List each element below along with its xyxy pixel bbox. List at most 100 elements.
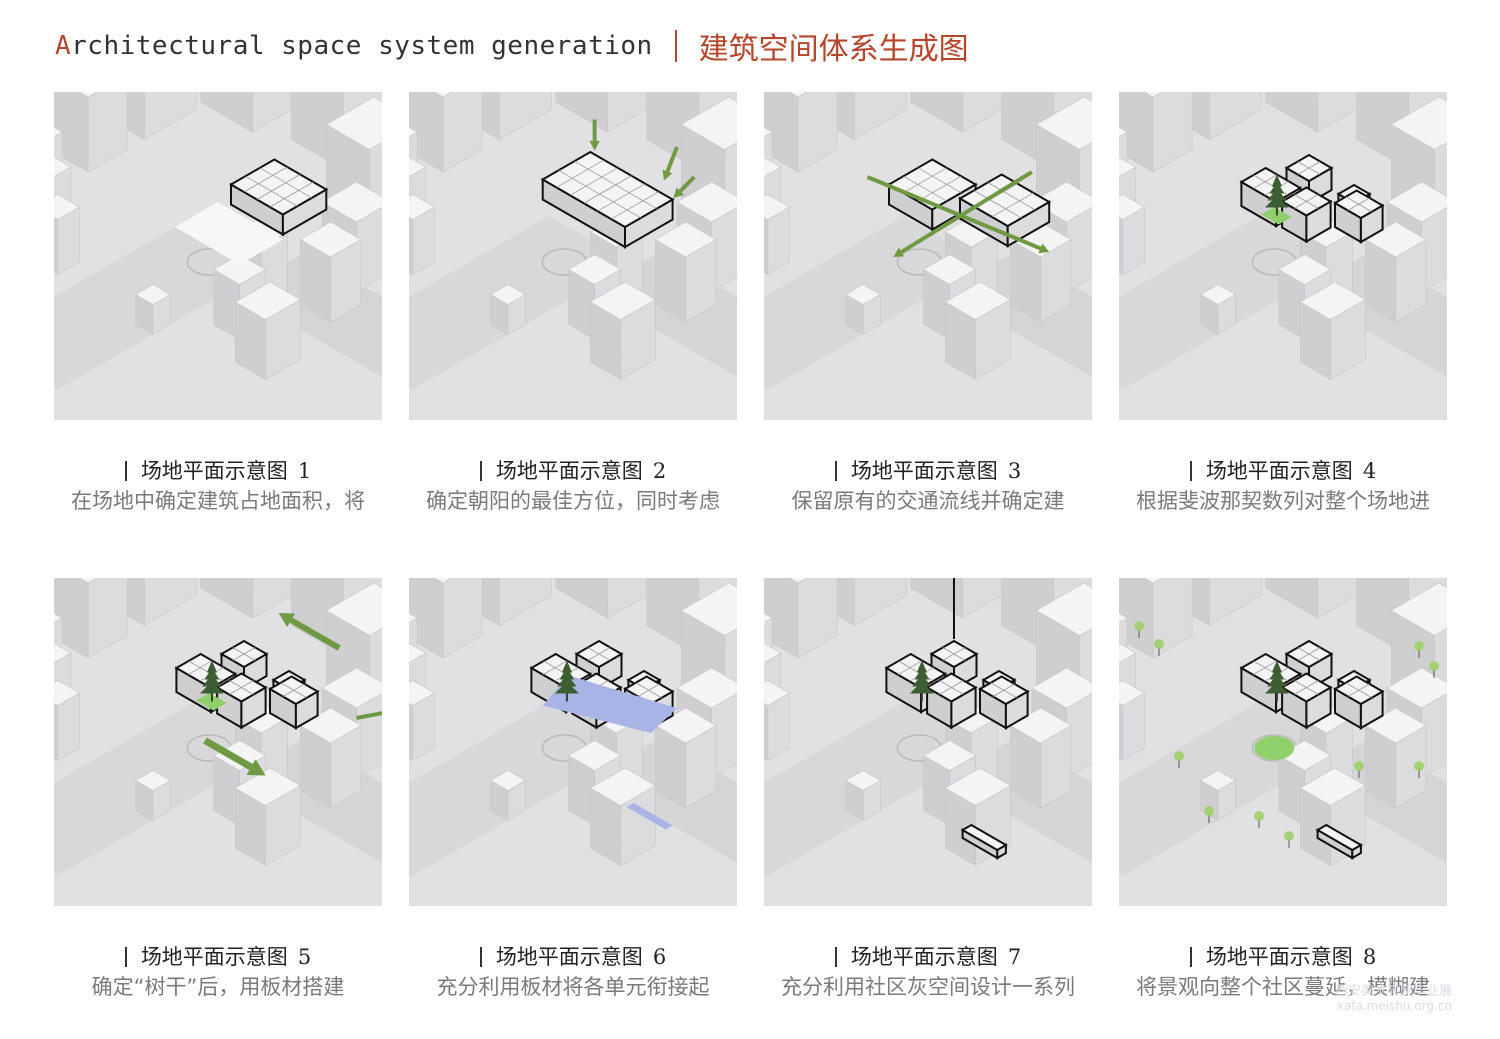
axonometric-drawing — [1119, 92, 1447, 390]
circulation-arrow-head — [1038, 243, 1050, 254]
city-block-roof — [1119, 126, 1128, 138]
city-block-roof — [54, 126, 63, 138]
city-block-roof — [54, 612, 63, 624]
sun-arrow-head — [662, 169, 673, 181]
grid-line — [611, 191, 660, 220]
caption-description: 充分利用板材将各单元衔接起 — [436, 975, 710, 999]
street-furniture-roof — [1315, 823, 1363, 852]
city-block-roof — [589, 767, 656, 806]
city-block-roof — [1390, 96, 1447, 150]
grid-line — [245, 175, 298, 207]
city-block-roof — [1299, 281, 1366, 320]
city-block-roof — [764, 642, 782, 664]
city-block-roof — [845, 284, 882, 305]
site-diagram-2 — [409, 92, 737, 420]
sun-arrow — [665, 146, 679, 173]
tree-crown — [1354, 761, 1364, 771]
city-block-roof — [54, 642, 72, 664]
city-block-side — [499, 92, 552, 141]
city-block-roof — [1035, 582, 1092, 636]
tree-crown — [1174, 751, 1184, 761]
tree-foliage — [1271, 660, 1283, 673]
site-diagram-5 — [54, 578, 382, 906]
city-block-roof — [944, 281, 1011, 320]
tree-foliage — [1264, 681, 1289, 694]
city-block-roof — [78, 92, 98, 98]
city-block-roof — [1386, 667, 1447, 709]
city-block-roof — [234, 767, 301, 806]
site-diagram-7 — [764, 578, 1092, 906]
city-block-side — [144, 578, 197, 627]
city-block-roof — [923, 740, 977, 771]
grid-line — [1294, 680, 1319, 695]
city-block-roof — [135, 284, 172, 305]
city-block-roof — [409, 612, 418, 624]
title-chinese: 建筑空间体系生成图 — [698, 32, 969, 67]
grid-line — [556, 159, 605, 188]
title-divider — [674, 30, 677, 62]
city-block-roof — [433, 578, 453, 584]
city-block-roof — [409, 680, 435, 706]
tree-crown — [1284, 831, 1294, 841]
city-block-roof — [654, 221, 717, 258]
grid-line — [229, 680, 254, 695]
site-diagram-8 — [1119, 578, 1447, 906]
tree-foliage — [1271, 174, 1283, 187]
city-block-side — [1209, 578, 1262, 627]
circulation-arrow-head — [893, 247, 905, 257]
city-block-roof — [325, 96, 382, 150]
caption-description: 确定“树干”后，用板材搭建 — [91, 975, 345, 999]
site-diagram-4 — [1119, 92, 1447, 420]
plaza-lawn — [1254, 736, 1295, 760]
city-block-side — [1152, 578, 1193, 659]
city-block-roof — [409, 126, 418, 138]
city-block-roof — [1143, 578, 1163, 584]
sun-arrow-head — [673, 187, 684, 198]
city-block-roof — [1035, 96, 1092, 150]
city-block-roof — [1390, 582, 1447, 636]
flow-arrow-head — [278, 613, 295, 627]
city-block-roof — [1299, 767, 1366, 806]
grid-line — [256, 174, 301, 200]
circulation-arrow — [866, 175, 1042, 251]
city-block-roof — [944, 767, 1011, 806]
plate-sample — [626, 803, 673, 830]
city-block-roof — [1143, 92, 1163, 98]
axonometric-drawing — [764, 578, 1092, 876]
city-block-side — [1265, 92, 1318, 133]
grid-line — [259, 167, 313, 199]
city-block-roof — [409, 642, 427, 664]
city-block-roof — [764, 680, 790, 706]
city-block-side — [854, 578, 907, 627]
grid-line — [587, 647, 611, 661]
grid-line — [990, 682, 1017, 699]
grid-line — [1297, 647, 1321, 661]
city-block-roof — [234, 281, 301, 320]
tree-crown — [1134, 621, 1144, 631]
tree-foliage — [204, 667, 220, 680]
city-block-side — [797, 578, 838, 659]
tree-crown — [1204, 806, 1214, 816]
city-block-roof — [1119, 642, 1137, 664]
city-block-roof — [409, 156, 427, 178]
city-block-side — [1265, 578, 1318, 619]
city-block-side — [910, 92, 963, 133]
courtyard-grass — [196, 693, 227, 711]
caption-description: 在场地中确定建筑占地面积，将 — [71, 489, 365, 513]
city-block-side — [200, 92, 253, 133]
city-block-side — [144, 92, 197, 141]
tree-foliage — [206, 660, 218, 673]
street-furniture-roof — [960, 823, 1008, 852]
city-block-roof — [1200, 770, 1237, 791]
city-block-roof — [1119, 680, 1145, 706]
caption-description: 保留原有的交通流线并确定建 — [791, 489, 1065, 513]
flow-arrow-head — [246, 759, 266, 776]
city-block-side — [854, 92, 907, 141]
